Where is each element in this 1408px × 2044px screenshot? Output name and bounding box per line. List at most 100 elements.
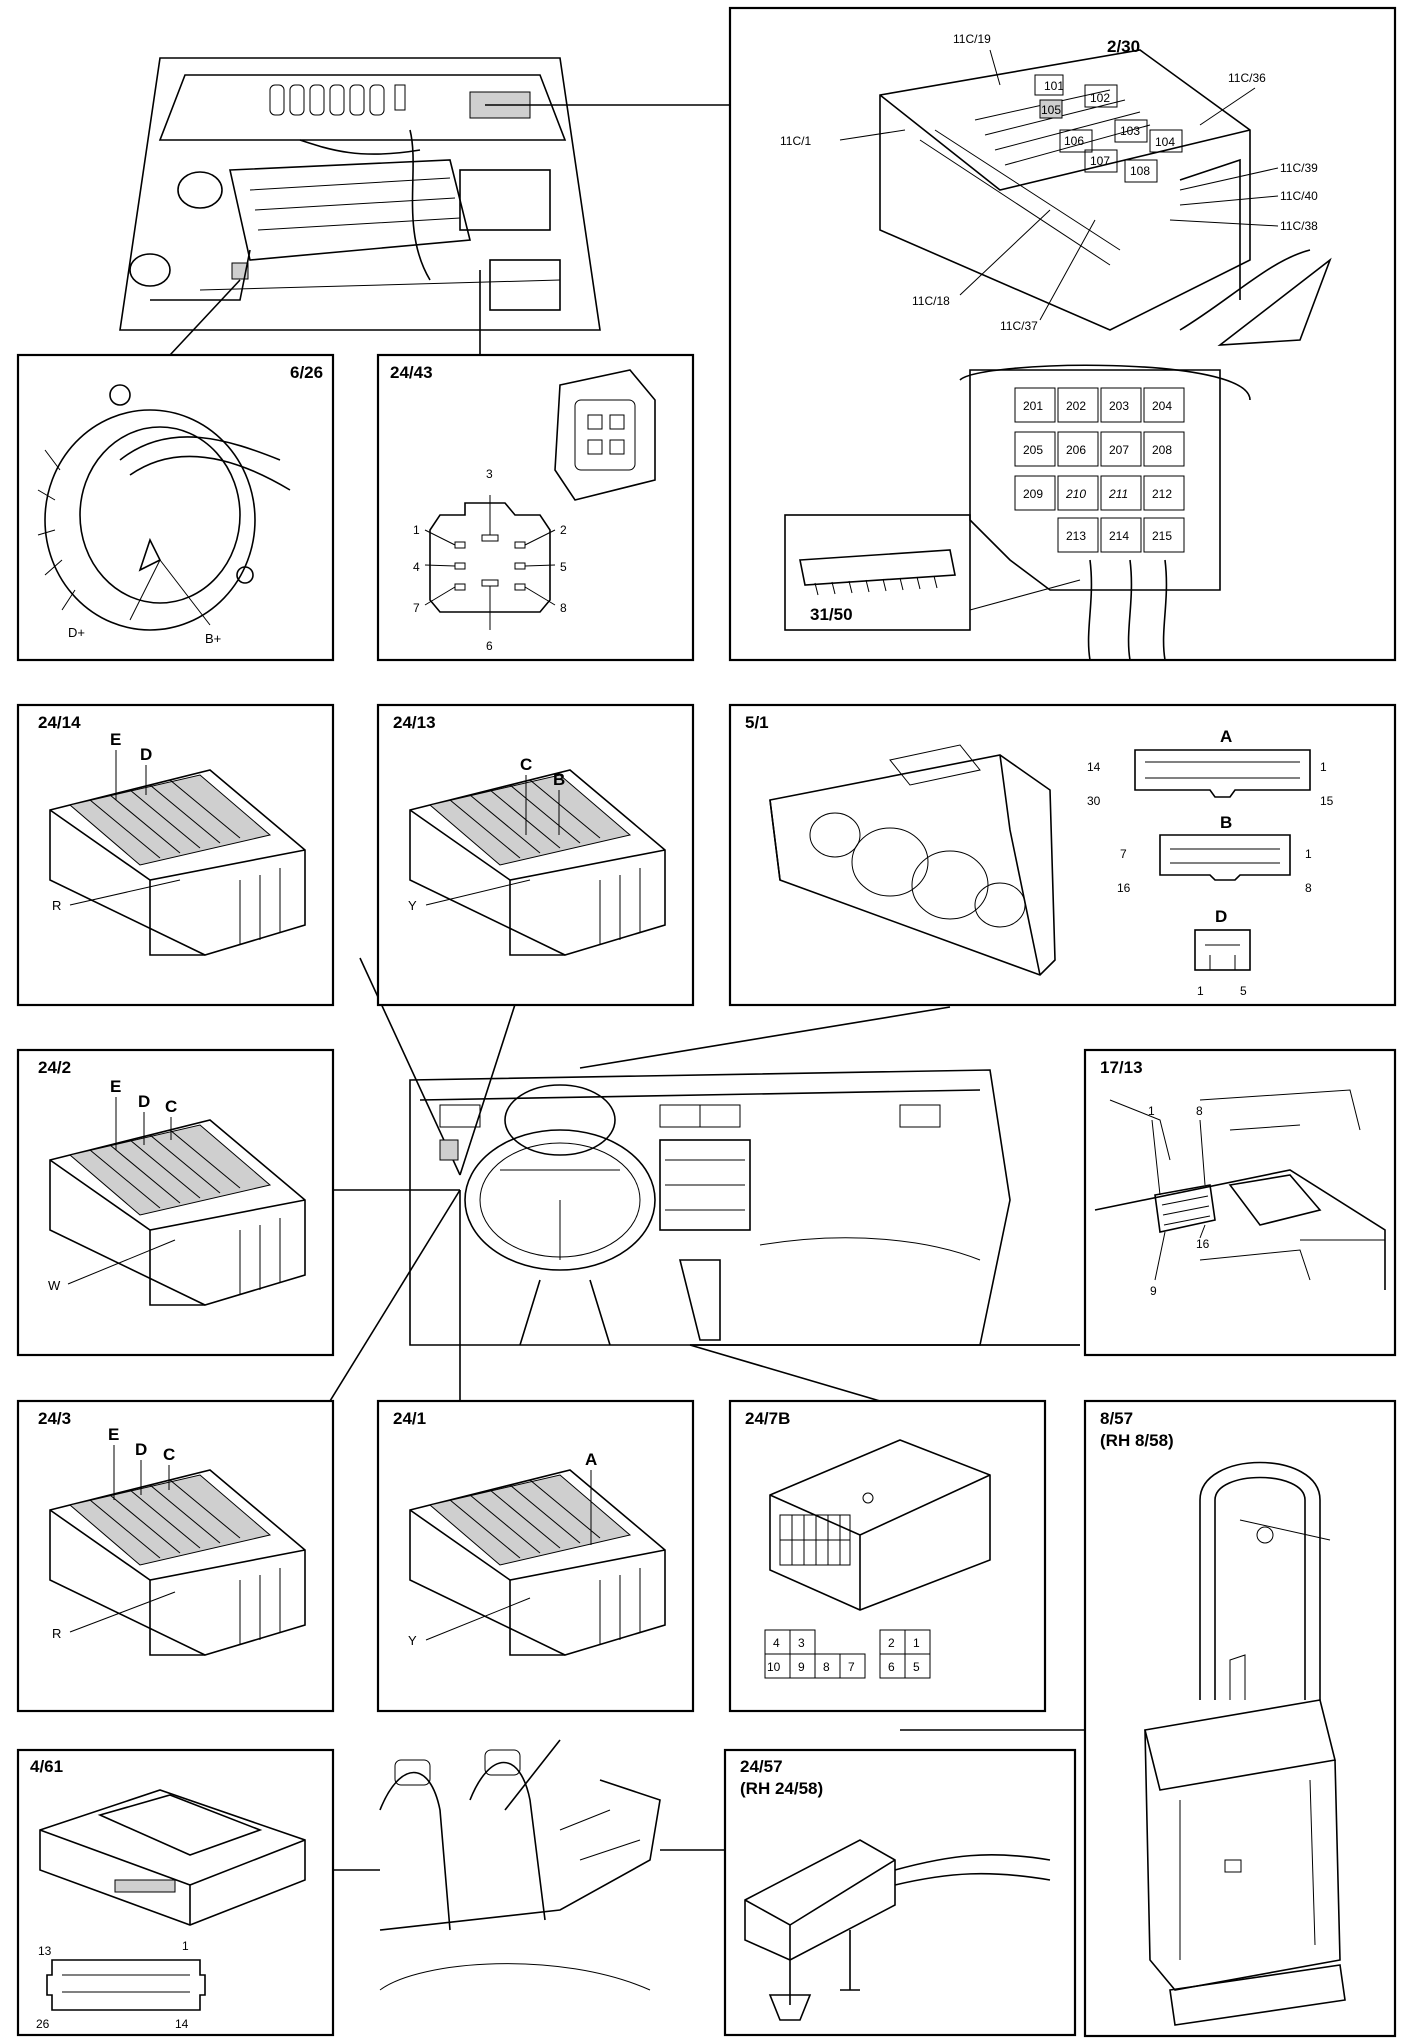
fuse-203-label: 203 [1109, 399, 1129, 413]
panel-title: 24/3 [38, 1409, 71, 1428]
pin-7-label: 7 [1120, 847, 1127, 861]
fuse-202-label: 202 [1066, 399, 1086, 413]
connector-e-label: E [110, 730, 121, 749]
connector-a-title: A [1220, 727, 1232, 746]
pin-16-label: 16 [1117, 881, 1131, 895]
fuse-201-label: 201 [1023, 399, 1043, 413]
panel-24-7b: 24/7B 4 3 2 1 10 9 8 7 6 [728, 1399, 1047, 1713]
relay-105-label: 105 [1041, 103, 1061, 117]
cluster-connector-a: A 14 1 30 15 [1087, 727, 1334, 808]
connector-c-label: C [520, 755, 532, 774]
connector-c-label: C [163, 1445, 175, 1464]
panel-title: 5/1 [745, 713, 769, 732]
pin-7-label: 7 [848, 1660, 855, 1674]
callout-11c-18: 11C/18 [912, 294, 950, 308]
connector-b-label: B [553, 770, 565, 789]
fuse-211-label: 211 [1108, 487, 1128, 501]
panel-subtitle: (RH 24/58) [740, 1779, 823, 1798]
panel-17-13: 17/13 1 8 16 9 [1083, 1048, 1397, 1357]
fuse-block: 201 202 203 204 205 206 207 208 209 210 … [959, 364, 1251, 661]
fuse-208-label: 208 [1152, 443, 1172, 457]
engine-bay-illustration [119, 57, 601, 331]
relay-108-label: 108 [1130, 164, 1150, 178]
panel-title: 24/43 [390, 363, 433, 382]
cluster-connector-b: B 7 1 16 8 [1117, 813, 1312, 895]
pin-5-label: 5 [560, 560, 567, 574]
connector-face-26pin [46, 1959, 206, 2011]
panel-24-43: 24/43 3 1 2 4 5 7 8 6 [376, 353, 695, 662]
pin-4-label: 4 [773, 1636, 780, 1650]
inset-title: 31/50 [810, 605, 853, 624]
pin-1-label: 1 [1305, 847, 1312, 861]
pin-13-label: 13 [38, 1944, 52, 1958]
connector-plug-illustration [554, 369, 656, 501]
relay-103-label: 103 [1120, 124, 1140, 138]
connector-e-label: E [110, 1077, 121, 1096]
fuse-209-label: 209 [1023, 487, 1043, 501]
panel-title: 8/57 [1100, 1409, 1133, 1428]
color-code-label: W [48, 1278, 61, 1293]
connector-face-8pin [424, 495, 556, 630]
panel-title: 4/61 [30, 1757, 63, 1776]
alternator-illustration [37, 384, 291, 631]
callout-11c-37: 11C/37 [1000, 319, 1038, 333]
color-code-label: Y [408, 898, 417, 913]
relay-102-label: 102 [1090, 91, 1110, 105]
panel-24-13: 24/13 C B Y [376, 703, 695, 1007]
panel-24-2: 24/2 E D C W [16, 1048, 335, 1357]
fuse-212-label: 212 [1152, 487, 1172, 501]
control-module-illustration [39, 1789, 306, 1926]
pin-10-label: 10 [767, 1660, 781, 1674]
fuse-215-label: 215 [1152, 529, 1172, 543]
fuse-207-label: 207 [1109, 443, 1129, 457]
pin-8-label: 8 [1305, 881, 1312, 895]
pin-6-label: 6 [888, 1660, 895, 1674]
rear-seat-illustration [379, 1749, 661, 1991]
pin-8-label: 8 [560, 601, 567, 615]
panel-title: 24/13 [393, 713, 436, 732]
d-plus-terminal-label: D+ [68, 625, 85, 640]
seat-frame-illustration [1144, 1461, 1346, 2026]
pin-1-label: 1 [913, 1636, 920, 1650]
fuse-grid [1014, 387, 1185, 553]
instrument-cluster-illustration [769, 744, 1056, 976]
panel-title: 24/14 [38, 713, 81, 732]
callout-11c-39: 11C/39 [1280, 161, 1318, 175]
connector-block-illustration [49, 1469, 306, 1656]
connector-block-illustration [49, 769, 306, 956]
color-code-label: Y [408, 1633, 417, 1648]
connector-block-illustration [49, 1119, 306, 1306]
fuse-206-label: 206 [1066, 443, 1086, 457]
relay-107-label: 107 [1090, 154, 1110, 168]
pin-1-label: 1 [413, 523, 420, 537]
pin-6-label: 6 [486, 639, 493, 653]
pin-3-label: 3 [798, 1636, 805, 1650]
pin-15-label: 15 [1320, 794, 1334, 808]
pin-14-label: 14 [1087, 760, 1101, 774]
panel-24-3: 24/3 E D C R [16, 1399, 335, 1713]
pin-8-label: 8 [823, 1660, 830, 1674]
panel-title: 24/7B [745, 1409, 790, 1428]
diagnostic-socket-illustration [1094, 1089, 1386, 1290]
connector-31-50-inset: 31/50 [784, 514, 1081, 631]
panel-subtitle: (RH 8/58) [1100, 1431, 1174, 1450]
panel-8-57: 8/57 (RH 8/58) [1083, 1399, 1397, 2038]
pin-5-label: 5 [1240, 984, 1247, 998]
panel-4-61: 4/61 13 1 26 14 [16, 1748, 335, 2037]
callout-11c-38: 11C/38 [1280, 219, 1318, 233]
connector-d-label: D [140, 745, 152, 764]
pin-1-label: 1 [1320, 760, 1327, 774]
central-electrical-module-illustration [879, 49, 1332, 346]
pin-9-label: 9 [798, 1660, 805, 1674]
connector-d-label: D [135, 1440, 147, 1459]
fuse-205-label: 205 [1023, 443, 1043, 457]
fuse-210-label: 210 [1065, 487, 1086, 501]
pin-2-label: 2 [888, 1636, 895, 1650]
callout-11c-40: 11C/40 [1280, 189, 1318, 203]
pin-16-label: 16 [1196, 1237, 1210, 1251]
panel-title: 24/57 [740, 1757, 783, 1776]
pin-1-label: 1 [1197, 984, 1204, 998]
pin-30-label: 30 [1087, 794, 1101, 808]
relay-106-label: 106 [1064, 134, 1084, 148]
